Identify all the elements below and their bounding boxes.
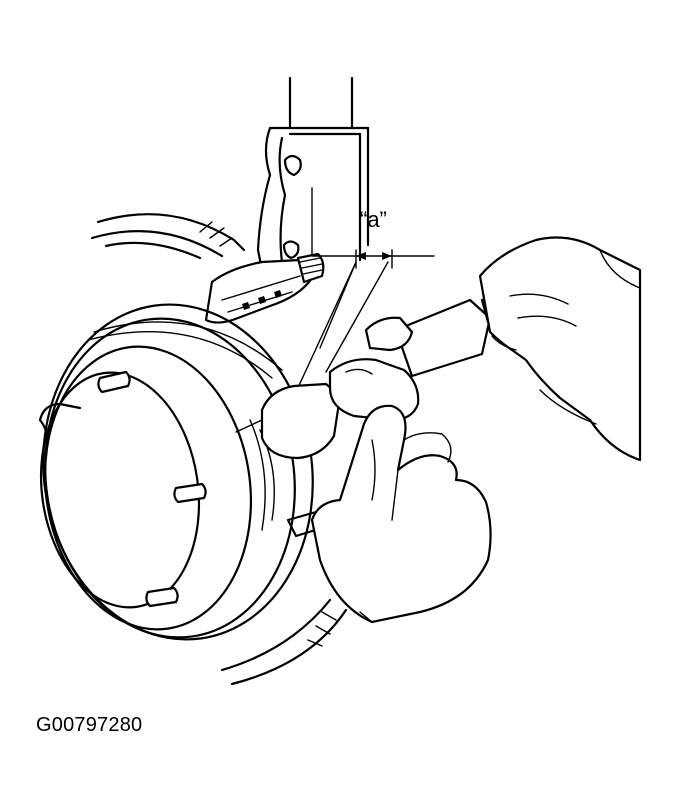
right-hand — [478, 236, 642, 462]
dimension-lines — [295, 249, 435, 393]
brake-drum — [38, 303, 314, 641]
dimension-a-label: “a” — [360, 207, 387, 232]
wheel-studs — [97, 370, 207, 608]
backing-plate-upper — [90, 213, 246, 260]
micrometer-tool — [235, 290, 518, 460]
figure-id-label: G00797280 — [36, 714, 143, 736]
caliper-bracket — [204, 252, 325, 324]
strut-column — [256, 76, 370, 272]
left-hand — [310, 404, 492, 624]
